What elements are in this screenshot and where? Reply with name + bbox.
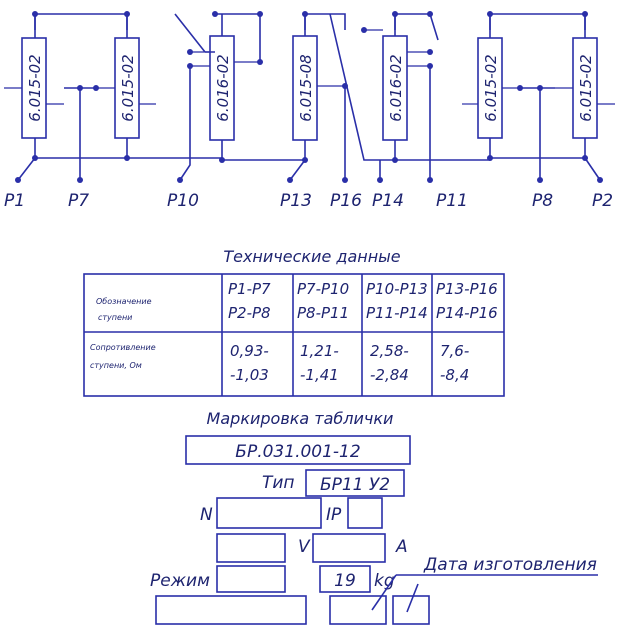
ip-box — [347, 497, 383, 529]
col1-value-2: -1,03 — [230, 366, 269, 384]
resistor-3-label: 6.016-02 — [214, 54, 232, 121]
date-box-2 — [392, 595, 430, 625]
col3-value-2: -2,84 — [370, 366, 409, 384]
power-box — [216, 533, 286, 563]
terminal-p7: P7 — [68, 191, 89, 211]
col2-value-2: -1,41 — [300, 366, 339, 384]
serial-box — [155, 595, 307, 625]
terminal-p13: P13 — [280, 191, 312, 211]
resistor-2: 6.015-02 — [96, 14, 156, 158]
terminal-p8: P8 — [532, 191, 553, 211]
v-label: V — [298, 537, 311, 557]
date-box-1 — [329, 595, 387, 625]
resistor-6-label: 6.015-02 — [482, 54, 500, 121]
resistor-7-label: 6.015-02 — [577, 54, 595, 121]
weight-value: 19 — [334, 571, 356, 591]
mode-label: Режим — [150, 571, 210, 591]
terminal-p14: P14 — [372, 191, 404, 211]
resistor-4: 6.015-08 — [292, 14, 345, 160]
model-value: БР.031.001-12 — [235, 442, 360, 462]
terminal-p10: P10 — [167, 191, 199, 211]
kg-label: kg — [374, 571, 395, 591]
plate: Маркировка таблички БР.031.001-12 Тип БР… — [150, 409, 598, 625]
terminal-p11: P11 — [436, 191, 468, 211]
resistor-1-label: 6.015-02 — [26, 54, 44, 121]
row2-label-line1: Сопротивление — [90, 343, 156, 352]
col3-header-2: P11-P14 — [366, 304, 428, 322]
type-value: БР11 У2 — [320, 475, 390, 495]
row2-label-line2: ступени, Ом — [90, 361, 142, 370]
plate-title: Маркировка таблички — [207, 409, 394, 428]
schematic: 6.015-02 6.015-02 6.016-02 6.015-08 — [4, 11, 615, 211]
terminal-p1: P1 — [4, 191, 25, 211]
top-wire-3 — [304, 13, 346, 30]
resistor-4-label: 6.015-08 — [297, 54, 315, 121]
bottom-wire-5 — [395, 66, 490, 180]
current-box — [312, 533, 386, 563]
row1-label-line2: ступени — [98, 313, 132, 322]
type-label: Тип — [262, 473, 295, 493]
col2-header-1: P7-P10 — [297, 280, 349, 298]
bottom-wire-3 — [222, 159, 307, 181]
date-label: Дата изготовления — [423, 555, 597, 575]
col3-header-1: P10-P13 — [366, 280, 428, 298]
ip-label: IP — [326, 505, 342, 525]
col2-header-2: P8-P11 — [297, 304, 349, 322]
col4-header-2: P14-P16 — [436, 304, 498, 322]
mode-box — [216, 565, 286, 593]
bottom-wire-4 — [329, 13, 395, 180]
date-leader-1 — [371, 574, 397, 611]
type-box — [305, 469, 405, 497]
weight-box — [319, 565, 371, 593]
resistor-5-label: 6.016-02 — [387, 54, 405, 121]
n-label: N — [200, 505, 213, 525]
col1-header-2: P2-P8 — [228, 304, 271, 322]
bottom-wire-1 — [17, 88, 127, 181]
col2-value-1: 1,21- — [300, 342, 339, 360]
date-leader-2 — [406, 583, 419, 613]
col1-header-1: P1-P7 — [228, 280, 271, 298]
tech-data-title: Технические данные — [223, 247, 400, 266]
model-box — [185, 435, 411, 465]
top-wire-1 — [34, 13, 128, 30]
a-label: A — [395, 537, 408, 557]
n-box — [216, 497, 322, 529]
row1-label-line1: Обозначение — [96, 297, 152, 306]
bottom-wire-2 — [127, 66, 222, 181]
resistor-2-label: 6.015-02 — [119, 54, 137, 121]
bottom-wire-6 — [490, 87, 601, 181]
col4-value-2: -8,4 — [440, 366, 469, 384]
tech-data: Технические данные Обозначение ступени С… — [83, 247, 505, 397]
col4-header-1: P13-P16 — [436, 280, 498, 298]
resistor-3: 6.016-02 — [190, 14, 260, 160]
top-wire-5 — [489, 13, 586, 30]
resistor-6: 6.015-02 — [462, 14, 520, 158]
terminal-p16: P16 — [330, 191, 362, 211]
resistor-1: 6.015-02 — [4, 14, 64, 158]
col3-value-1: 2,58- — [370, 342, 409, 360]
resistor-7: 6.015-02 — [555, 14, 615, 158]
col1-value-1: 0,93- — [230, 342, 269, 360]
resistor-5: 6.016-02 — [364, 14, 430, 160]
col4-value-1: 7,6- — [440, 342, 469, 360]
junction-dots — [15, 11, 603, 183]
terminal-p2: P2 — [592, 191, 613, 211]
